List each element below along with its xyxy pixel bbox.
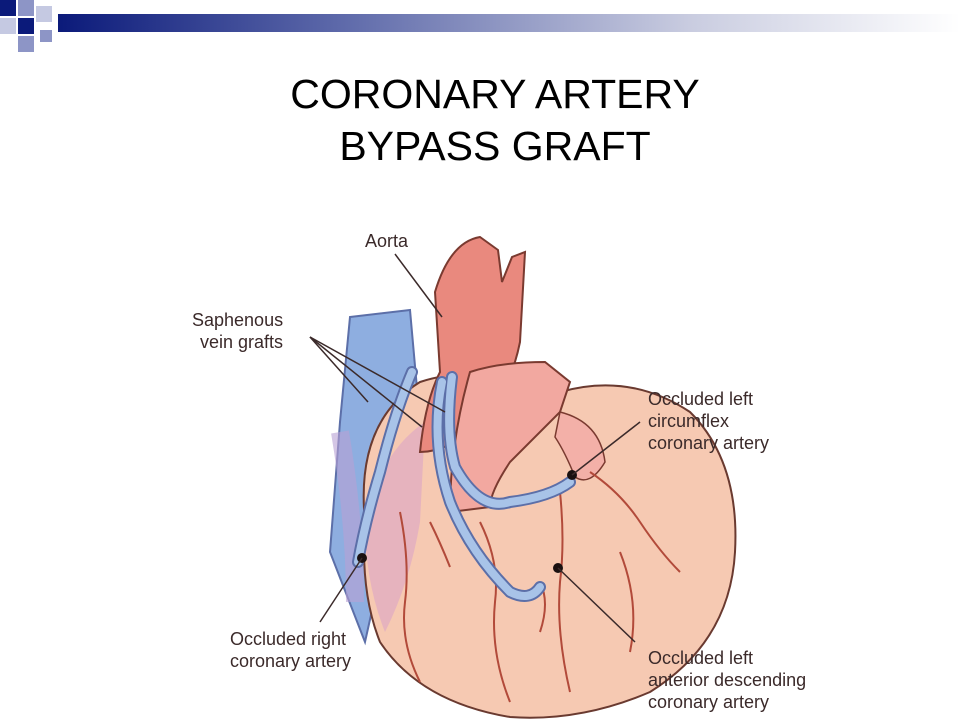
deco-square-light: [0, 18, 16, 34]
label-lad-2: anterior descending: [648, 670, 806, 690]
label-lad-3: coronary artery: [648, 692, 769, 712]
label-circumflex-3: coronary artery: [648, 433, 769, 453]
heart-bypass-diagram: Aorta Saphenous vein grafts Occluded lef…: [180, 222, 840, 720]
deco-square-dark: [0, 0, 16, 16]
deco-square-light: [40, 30, 52, 42]
deco-square-light: [18, 36, 34, 52]
title-line-1: CORONARY ARTERY: [290, 71, 700, 117]
deco-square-light: [18, 0, 34, 16]
slide-header-decoration: [0, 0, 960, 60]
slide-title: CORONARY ARTERY BYPASS GRAFT: [150, 68, 840, 172]
label-right-coronary-1: Occluded right: [230, 629, 346, 649]
label-right-coronary-2: coronary artery: [230, 651, 351, 671]
label-lad-1: Occluded left: [648, 648, 753, 668]
label-saphenous-2: vein grafts: [200, 332, 283, 352]
label-aorta: Aorta: [365, 231, 409, 251]
title-line-2: BYPASS GRAFT: [339, 123, 651, 169]
coronary-arteries: [399, 471, 681, 703]
label-saphenous-1: Saphenous: [192, 310, 283, 330]
label-circumflex-1: Occluded left: [648, 389, 753, 409]
label-circumflex-2: circumflex: [648, 411, 729, 431]
leader-lines: [309, 253, 641, 643]
header-gradient-bar: [58, 14, 960, 32]
deco-square-dark: [18, 18, 34, 34]
deco-square-light: [36, 6, 52, 22]
